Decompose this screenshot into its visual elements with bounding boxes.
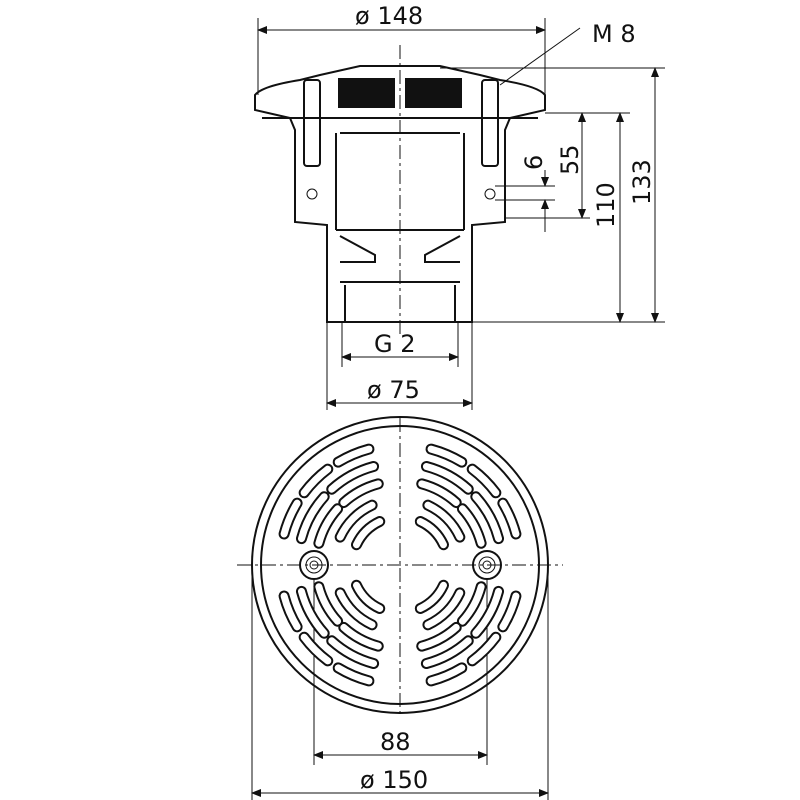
grate-slot	[340, 480, 382, 507]
grate-slot	[315, 505, 342, 547]
grate-slot	[328, 637, 378, 668]
grate-slot	[427, 445, 466, 466]
outlet-diameter-label: ø 75	[367, 376, 420, 404]
depth-mid-label: 110	[592, 182, 620, 228]
offset-label: 6	[520, 155, 548, 170]
grate-slot	[334, 664, 373, 685]
grate-slot	[427, 664, 466, 685]
grate-slot	[336, 501, 376, 541]
bolt-spacing-label: 88	[380, 728, 411, 756]
grate-slot	[418, 623, 460, 650]
grate-slot	[472, 493, 503, 543]
grate-slot	[416, 517, 448, 549]
grate-slot	[499, 499, 520, 538]
thread-label: G 2	[374, 330, 416, 358]
grate-slot	[422, 637, 472, 668]
grate-slot	[352, 517, 384, 549]
bolt-icon	[299, 550, 329, 580]
grate-slot	[416, 581, 448, 613]
grate-slot	[468, 465, 500, 497]
grate-top-view	[251, 416, 549, 714]
grate-slot	[352, 581, 384, 613]
grate-diameter-label: ø 150	[360, 766, 428, 794]
grate-slot	[418, 480, 460, 507]
grate-slot	[472, 587, 503, 637]
grate-slots	[278, 443, 522, 687]
grate-slot	[280, 592, 301, 631]
grate-slot	[422, 462, 472, 493]
flange-diameter-label: ø 148	[355, 2, 423, 30]
bolt-label: M 8	[592, 20, 636, 48]
total-height-label: 133	[628, 159, 656, 205]
grate-slot	[300, 465, 332, 497]
grate-slot	[297, 493, 328, 543]
bolt-icon	[472, 550, 502, 580]
grate-slot	[458, 505, 485, 547]
grate-slot	[499, 592, 520, 631]
grate-slot	[424, 501, 464, 541]
grate-slot	[315, 583, 342, 625]
dimension-lines	[251, 26, 659, 797]
grate-slot	[328, 462, 378, 493]
grate-slot	[297, 587, 328, 637]
depth-upper-label: 55	[556, 144, 584, 175]
grate-slot	[300, 633, 332, 665]
grate-slot	[468, 633, 500, 665]
grate-slot	[334, 445, 373, 466]
grate-slot	[340, 623, 382, 650]
grate-slot	[336, 589, 376, 629]
grate-slot	[458, 583, 485, 625]
grate-slot	[280, 499, 301, 538]
extension-lines	[251, 18, 665, 800]
grate-slot	[424, 589, 464, 629]
